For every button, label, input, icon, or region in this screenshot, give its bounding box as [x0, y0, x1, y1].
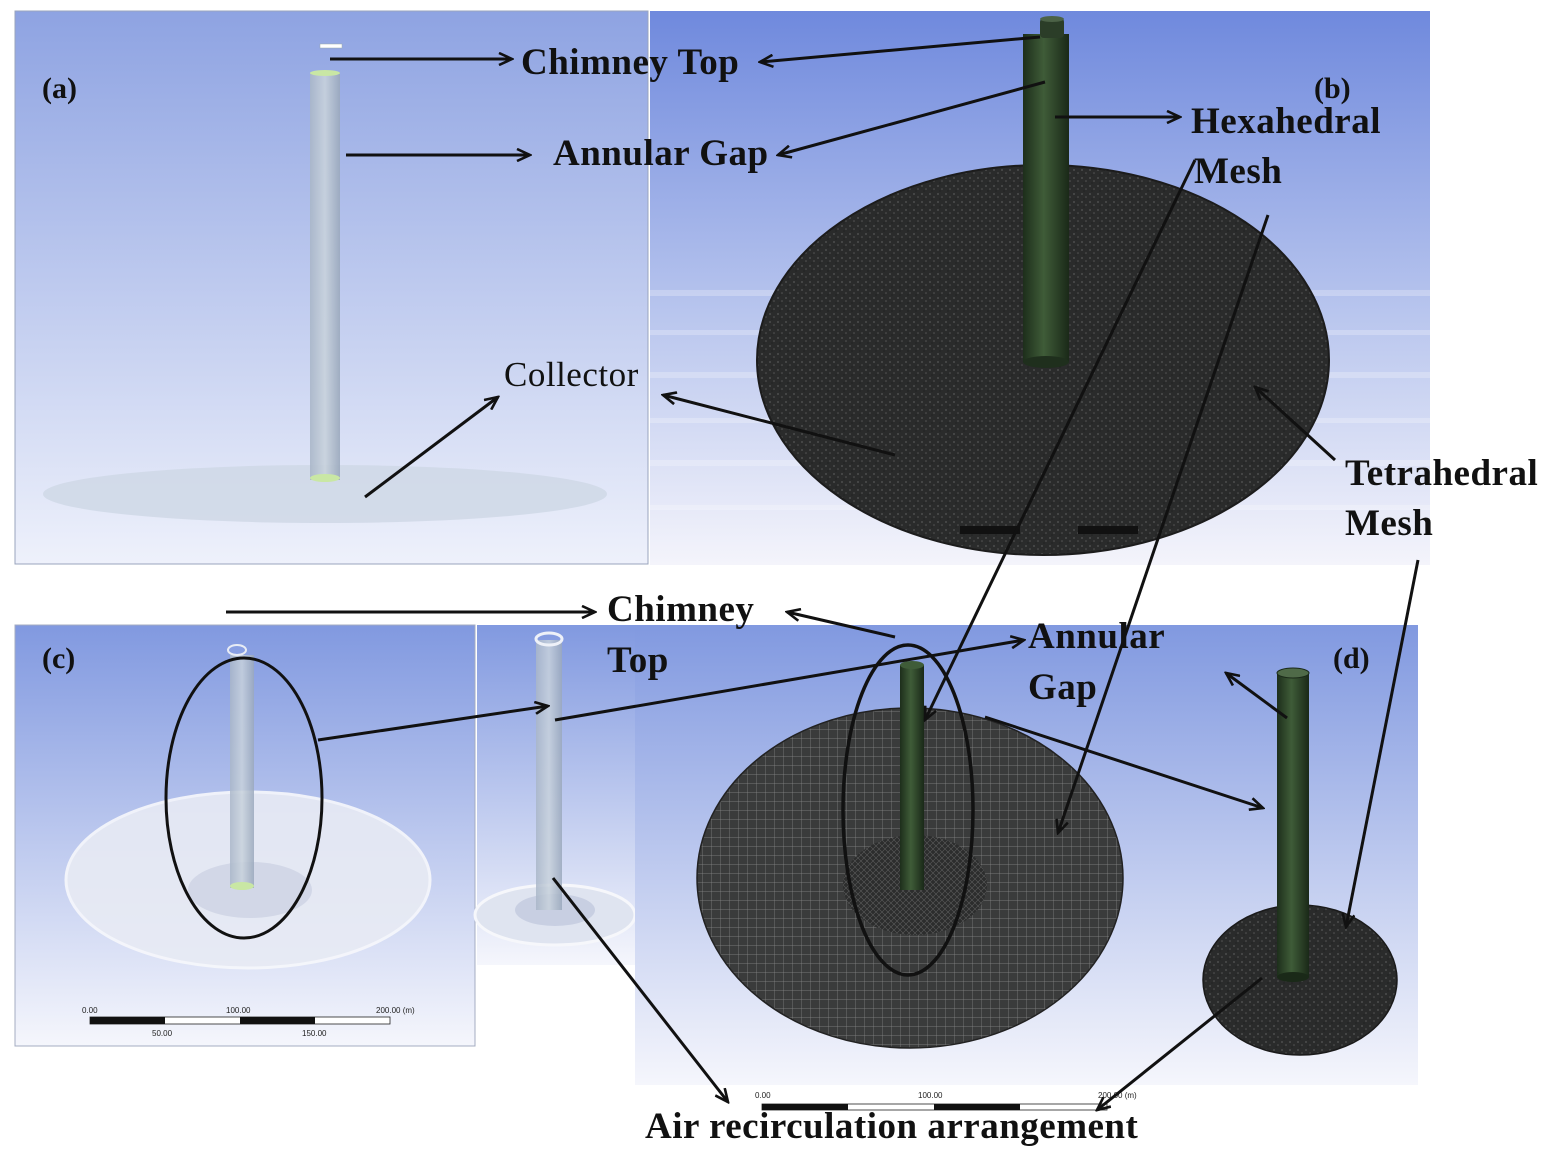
panel-b-scale-bar-1	[960, 526, 1020, 534]
scale-c-tick-100: 100.00	[226, 1006, 251, 1015]
panel-c-zoom	[473, 625, 637, 965]
panel-c-zoom-chimney	[536, 640, 562, 910]
arrow-b-annular-gap	[778, 80, 1046, 155]
label-tetrahedral: Tetrahedral	[1345, 453, 1538, 494]
arrow-mesh-to-d	[1058, 214, 1270, 833]
label-annular: Annular	[1028, 616, 1165, 657]
panel-c-scale: 0.00 100.00 200.00 (m) 50.00 150.00	[82, 1006, 415, 1038]
arrow-d-air-recirculation	[1097, 976, 1263, 1110]
panel-b-scale-bar-2	[1078, 526, 1138, 534]
label-hexahedral: Hexahedral	[1191, 101, 1381, 142]
highlight-ellipse-d	[841, 643, 975, 977]
label-chimney: Chimney	[607, 589, 754, 630]
panel-label-a: (a)	[42, 72, 77, 105]
panel-a	[14, 10, 649, 565]
scale-d-tick-0: 0.00	[755, 1091, 771, 1100]
panel-c-chimney-top	[227, 644, 247, 656]
panel-c-chimney	[230, 655, 254, 888]
arrow-c-annular	[554, 640, 1024, 722]
panel-a-chimney	[310, 72, 340, 480]
label-chimney-top-lower: Top	[607, 640, 669, 681]
arrow-right-chimney-up	[1226, 673, 1288, 720]
label-hexahedral-mesh: Mesh	[1194, 151, 1282, 192]
highlight-ellipse-c	[164, 656, 324, 940]
annotation-arrows	[226, 35, 1420, 1110]
arrow-d-to-right	[984, 715, 1263, 808]
label-annular-gap: Annular Gap	[553, 133, 769, 174]
panel-label-d: (d)	[1333, 642, 1370, 675]
arrow-ellipse-to-zoom	[317, 706, 548, 742]
scale-c-tick-0: 0.00	[82, 1006, 98, 1015]
label-collector: Collector	[504, 355, 639, 394]
panel-a-chimney-top-disk	[319, 43, 343, 49]
arrow-c-air-recirculation	[551, 877, 728, 1102]
arrow-d-chimney	[787, 612, 896, 639]
scale-c-tick-150: 150.00	[302, 1029, 327, 1038]
panel-a-chimney-base	[310, 474, 340, 482]
arrow-b-collector	[663, 395, 896, 457]
scale-c-tick-200: 200.00 (m)	[376, 1006, 415, 1015]
arrow-hexahedral-to-d	[923, 159, 1197, 720]
arrow-b-tetrahedral	[1255, 387, 1337, 462]
label-air-recirculation: Air recirculation arrangement	[645, 1106, 1139, 1147]
panel-label-c: (c)	[42, 642, 75, 675]
panel-d: 0.00 100.00 200.00 (m)	[635, 625, 1418, 1135]
panel-c: 0.00 100.00 200.00 (m) 50.00 150.00	[14, 624, 476, 1047]
panel-d-chimney-mesh	[900, 665, 924, 890]
panel-label-b: (b)	[1314, 72, 1351, 105]
panel-c-zoom-chimney-top	[534, 631, 564, 647]
arrow-b-chimney-top	[760, 35, 1041, 62]
arrow-tetrahedral-to-d	[1346, 559, 1420, 927]
panel-b-chimney-top	[1040, 18, 1064, 38]
label-gap: Gap	[1028, 667, 1097, 708]
scale-c-tick-50: 50.00	[152, 1029, 173, 1038]
label-chimney-top: Chimney Top	[521, 42, 739, 83]
panel-a-collector	[43, 465, 607, 523]
panel-b-chimney	[1023, 34, 1069, 362]
panel-a-chimney-rim	[310, 70, 340, 76]
panel-d-right-chimney	[1277, 672, 1309, 977]
scale-d-tick-100: 100.00	[918, 1091, 943, 1100]
label-tetrahedral-mesh: Mesh	[1345, 503, 1433, 544]
arrow-a-collector	[364, 397, 498, 499]
